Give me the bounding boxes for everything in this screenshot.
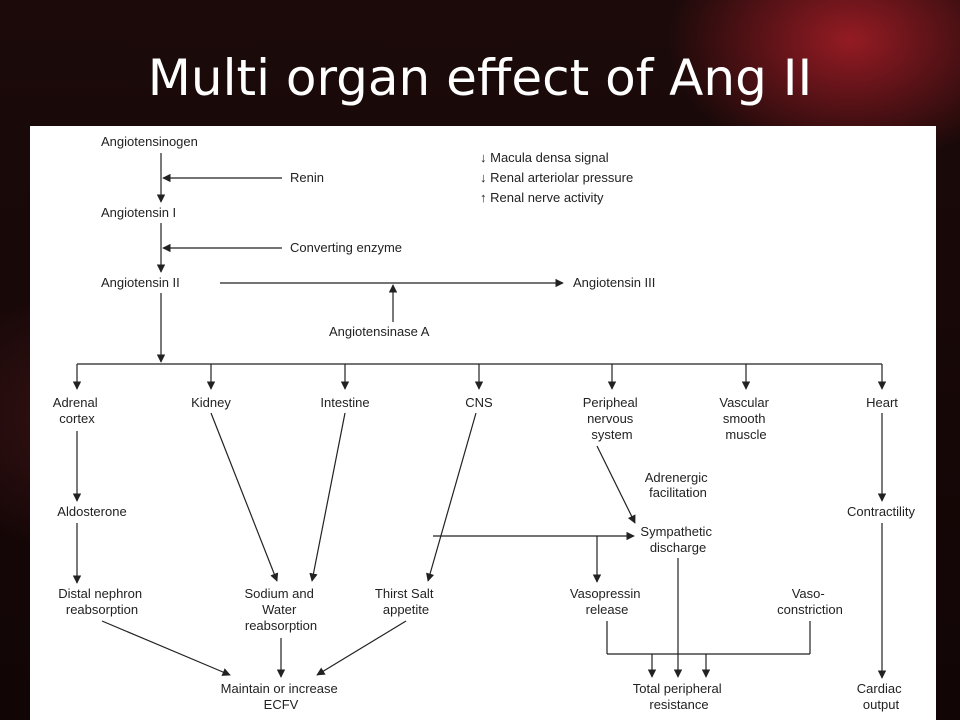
angiotensinase-a-label: Angiotensinase A (329, 324, 430, 339)
arrow-peripheral-to-sympathetic (596, 445, 636, 524)
target-adrenal-cortex: Adrenal cortex (53, 395, 101, 426)
stimulus-arteriolar-pressure: ↓ Renal arteriolar pressure (480, 170, 633, 185)
outcome-total-peripheral-resistance: Total peripheral resistance (633, 681, 726, 712)
effect-sympathetic-discharge: Sympathetic discharge (640, 524, 715, 555)
outcome-cardiac-output: Cardiac output (857, 681, 905, 712)
angiotensin-iii-label: Angiotensin III (573, 275, 655, 290)
diagram-panel: Angiotensinogen Renin Angiotensin I Conv… (30, 126, 936, 720)
target-kidney: Kidney (191, 395, 231, 410)
stimulus-macula-densa: ↓ Macula densa signal (480, 150, 609, 165)
target-vascular-smooth-muscle: Vascular smooth muscle (719, 395, 772, 442)
slide-title: Multi organ effect of Ang II (147, 49, 813, 107)
target-intestine: Intestine (320, 395, 369, 410)
angiotensin-ii-label: Angiotensin II (101, 275, 180, 290)
stimulus-nerve-activity: ↑ Renal nerve activity (480, 190, 604, 205)
arrow-intestine-to-sodium (309, 412, 346, 582)
angiotensinogen-label: Angiotensinogen (101, 134, 198, 149)
effect-vasoconstriction: Vaso- constriction (777, 586, 843, 617)
target-heart: Heart (866, 395, 898, 410)
target-peripheral-nervous-system: Peripheal nervous system (583, 395, 642, 442)
ras-flow-diagram: Angiotensinogen Renin Angiotensin I Conv… (53, 134, 916, 712)
converting-enzyme-label: Converting enzyme (290, 240, 402, 255)
arrow-cns-to-thirst (426, 412, 477, 582)
effect-distal-nephron: Distal nephron reabsorption (58, 586, 145, 617)
effect-aldosterone: Aldosterone (57, 504, 126, 519)
arrow-kidney-to-sodium (210, 412, 279, 582)
renin-label: Renin (290, 170, 324, 185)
effect-thirst-salt: Thirst Salt appetite (375, 586, 437, 617)
effect-contractility: Contractility (847, 504, 915, 519)
arrow-distal-to-ecfv (101, 620, 231, 676)
effect-sodium-water: Sodium and Water reabsorption (244, 586, 317, 633)
target-cns: CNS (465, 395, 493, 410)
effect-adrenergic-facilitation: Adrenergic facilitation (645, 470, 712, 500)
outcome-ecfv: Maintain or increase ECFV (221, 681, 342, 712)
arrow-thirst-to-ecfv (316, 620, 407, 676)
angiotensin-i-label: Angiotensin I (101, 205, 176, 220)
effect-vasopressin: Vasopressin release (570, 586, 644, 617)
